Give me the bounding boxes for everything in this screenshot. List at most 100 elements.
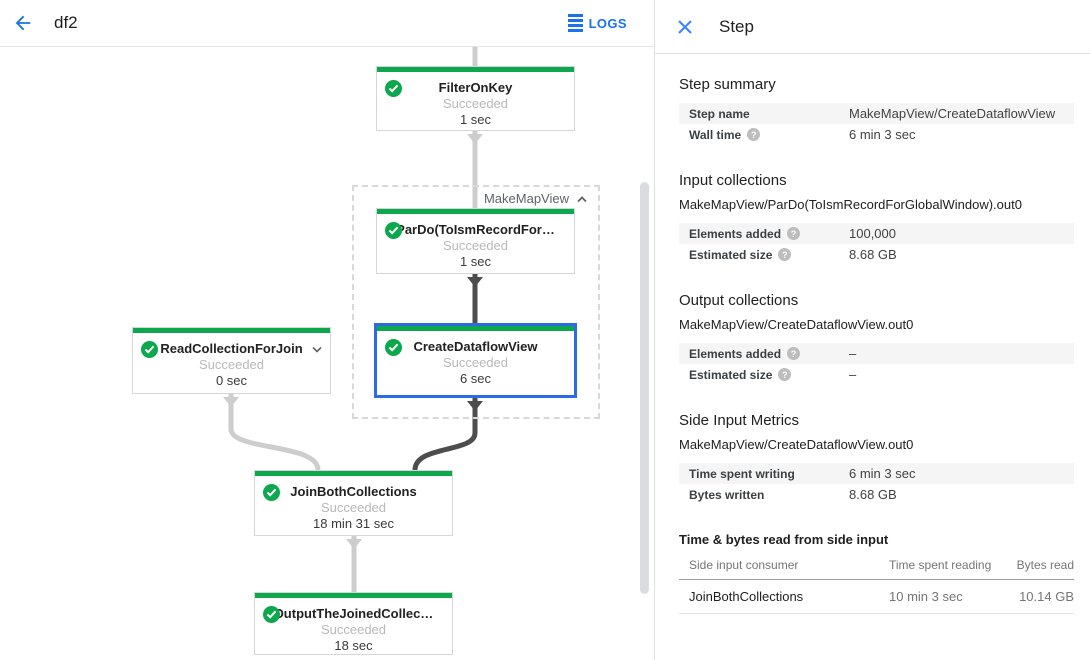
node-title: ParDo(ToIsmRecordFor…	[396, 222, 555, 237]
node-status: Succeeded	[198, 357, 265, 372]
node-status: Succeeded	[320, 622, 387, 637]
node-status-bar	[133, 328, 330, 333]
step-summary-section: Step summary Step name MakeMapView/Creat…	[679, 76, 1074, 145]
kv-label: Time spent writing	[689, 467, 849, 481]
kv-value: 8.68 GB	[849, 487, 897, 502]
graph-scrollbar[interactable]	[640, 182, 649, 594]
back-button[interactable]	[0, 0, 46, 47]
panel-divider	[654, 0, 655, 660]
kv-row: Bytes written 8.68 GB	[679, 484, 1074, 505]
col-time-spent-reading: Time spent reading	[889, 558, 992, 572]
logs-list-icon	[567, 14, 583, 32]
help-icon[interactable]: ?	[787, 227, 801, 240]
kv-label-text: Time spent writing	[689, 466, 795, 481]
node-time: 18 sec	[334, 638, 373, 653]
node-outputthejoinedcollection[interactable]: OutputTheJoinedCollec… Succeeded 18 sec	[254, 592, 453, 655]
kv-value: 100,000	[849, 226, 896, 241]
node-time: 1 sec	[459, 254, 492, 269]
node-title: FilterOnKey	[438, 80, 513, 95]
success-check-icon	[385, 222, 402, 239]
section-heading: Output collections	[679, 292, 799, 309]
edge-arrow	[467, 134, 483, 144]
node-status-bar	[377, 326, 574, 331]
node-status: Succeeded	[442, 96, 509, 111]
side-input-read-table-section: Time & bytes read from side input Side i…	[679, 532, 1074, 614]
success-check-icon	[385, 339, 402, 356]
node-joinbothcollections[interactable]: JoinBothCollections Succeeded 18 min 31 …	[254, 470, 453, 536]
help-icon[interactable]: ?	[787, 347, 801, 360]
kv-label: Estimated size ?	[689, 248, 849, 262]
edge-arrow	[223, 397, 239, 407]
success-check-icon	[385, 80, 402, 97]
kv-label: Step name	[689, 107, 849, 121]
makemapview-group: MakeMapView	[352, 185, 600, 419]
kv-value: –	[849, 346, 857, 361]
success-check-icon	[263, 606, 280, 623]
edge-read-join	[228, 394, 321, 471]
back-arrow-icon	[15, 15, 31, 31]
kv-label: Elements added ?	[689, 347, 849, 361]
col-side-input-consumer: Side input consumer	[689, 558, 799, 572]
makemapview-group-toggle[interactable]: MakeMapView	[484, 191, 588, 206]
node-time: 18 min 31 sec	[313, 516, 394, 531]
kv-row: Estimated size ? –	[679, 364, 1074, 385]
help-icon[interactable]: ?	[778, 248, 792, 261]
kv-label: Wall time ?	[689, 128, 849, 142]
node-title: OutputTheJoinedCollec…	[273, 606, 434, 621]
section-heading: Step summary	[679, 76, 776, 93]
expand-node-button[interactable]	[311, 342, 323, 357]
node-status: Succeeded	[442, 238, 509, 253]
collection-name: MakeMapView/CreateDataflowView.out0	[679, 437, 914, 452]
kv-row: Time spent writing 6 min 3 sec	[679, 463, 1074, 484]
kv-label: Elements added ?	[689, 227, 849, 241]
node-createdataflowview-selected[interactable]: CreateDataflowView Succeeded 6 sec	[374, 323, 577, 398]
chevron-down-icon	[312, 346, 322, 353]
node-filteronkey[interactable]: FilterOnKey Succeeded 1 sec	[376, 66, 575, 131]
logs-button-label: LOGS	[588, 15, 627, 31]
kv-value: 6 min 3 sec	[849, 466, 916, 481]
side-input-metrics-section: Side Input Metrics MakeMapView/CreateDat…	[679, 412, 1074, 505]
node-time: 0 sec	[215, 373, 248, 388]
top-bar: df2 LOGS	[0, 0, 655, 47]
kv-row: Elements added ? 100,000	[679, 223, 1074, 244]
kv-label: Estimated size ?	[689, 368, 849, 382]
node-title: JoinBothCollections	[290, 484, 417, 499]
collection-name: MakeMapView/CreateDataflowView.out0	[679, 317, 914, 332]
close-panel-button[interactable]	[673, 15, 697, 39]
node-status-bar	[377, 67, 574, 72]
input-collections-section: Input collections MakeMapView/ParDo(ToIs…	[679, 172, 1074, 265]
node-status: Succeeded	[320, 500, 387, 515]
kv-label-text: Bytes written	[689, 487, 765, 502]
kv-row: Step name MakeMapView/CreateDataflowView	[679, 103, 1074, 124]
table-heading: Time & bytes read from side input	[679, 532, 889, 547]
kv-label-text: Wall time	[689, 127, 742, 142]
node-status-bar	[255, 593, 452, 598]
kv-value: MakeMapView/CreateDataflowView	[849, 106, 1056, 121]
job-graph-canvas[interactable]: MakeMapView FilterOnKey Succeeded 1 sec …	[0, 47, 655, 660]
section-heading: Side Input Metrics	[679, 412, 800, 429]
kv-label-text: Elements added	[689, 346, 782, 361]
node-time: 1 sec	[459, 112, 492, 127]
node-time: 6 sec	[459, 371, 492, 386]
help-icon[interactable]: ?	[778, 368, 792, 381]
close-icon	[678, 19, 692, 34]
success-check-icon	[263, 484, 280, 501]
kv-value: 6 min 3 sec	[849, 127, 916, 142]
node-pardo-toismrecord[interactable]: ParDo(ToIsmRecordFor… Succeeded 1 sec	[376, 208, 575, 274]
cell-bytes: 10.14 GB	[1019, 589, 1074, 604]
kv-row: Wall time ? 6 min 3 sec	[679, 124, 1074, 145]
node-readcollectionforjoin[interactable]: ReadCollectionForJoin Succeeded 0 sec	[132, 327, 331, 394]
help-icon[interactable]: ?	[747, 128, 761, 141]
kv-label-text: Estimated size	[689, 367, 773, 382]
logs-button[interactable]: LOGS	[567, 14, 627, 32]
panel-title: Step	[719, 16, 754, 36]
kv-row: Estimated size ? 8.68 GB	[679, 244, 1074, 265]
node-status: Succeeded	[442, 355, 509, 370]
cell-time: 10 min 3 sec	[889, 589, 963, 604]
kv-label-text: Elements added	[689, 226, 782, 241]
kv-label: Bytes written	[689, 488, 849, 502]
node-status-bar	[255, 471, 452, 476]
output-collections-section: Output collections MakeMapView/CreateDat…	[679, 292, 1074, 385]
node-status-bar	[377, 209, 574, 214]
kv-value: –	[849, 367, 857, 382]
